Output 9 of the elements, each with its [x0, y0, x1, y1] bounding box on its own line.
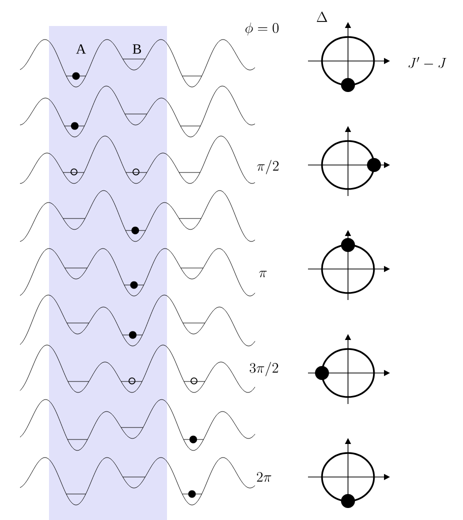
phase-label: $2\pi$	[256, 472, 272, 482]
well-label: A	[76, 44, 86, 54]
well-label: B	[132, 44, 141, 54]
phase-label: $\pi$	[259, 270, 267, 278]
axis-label: $\Delta$	[316, 12, 328, 22]
phase-label: $\pi/2$	[257, 160, 279, 174]
phase-label: $\phi = 0$	[246, 22, 279, 36]
phase-label: $3\pi/2$	[250, 362, 278, 376]
axis-label: $J' - J$	[408, 56, 446, 68]
